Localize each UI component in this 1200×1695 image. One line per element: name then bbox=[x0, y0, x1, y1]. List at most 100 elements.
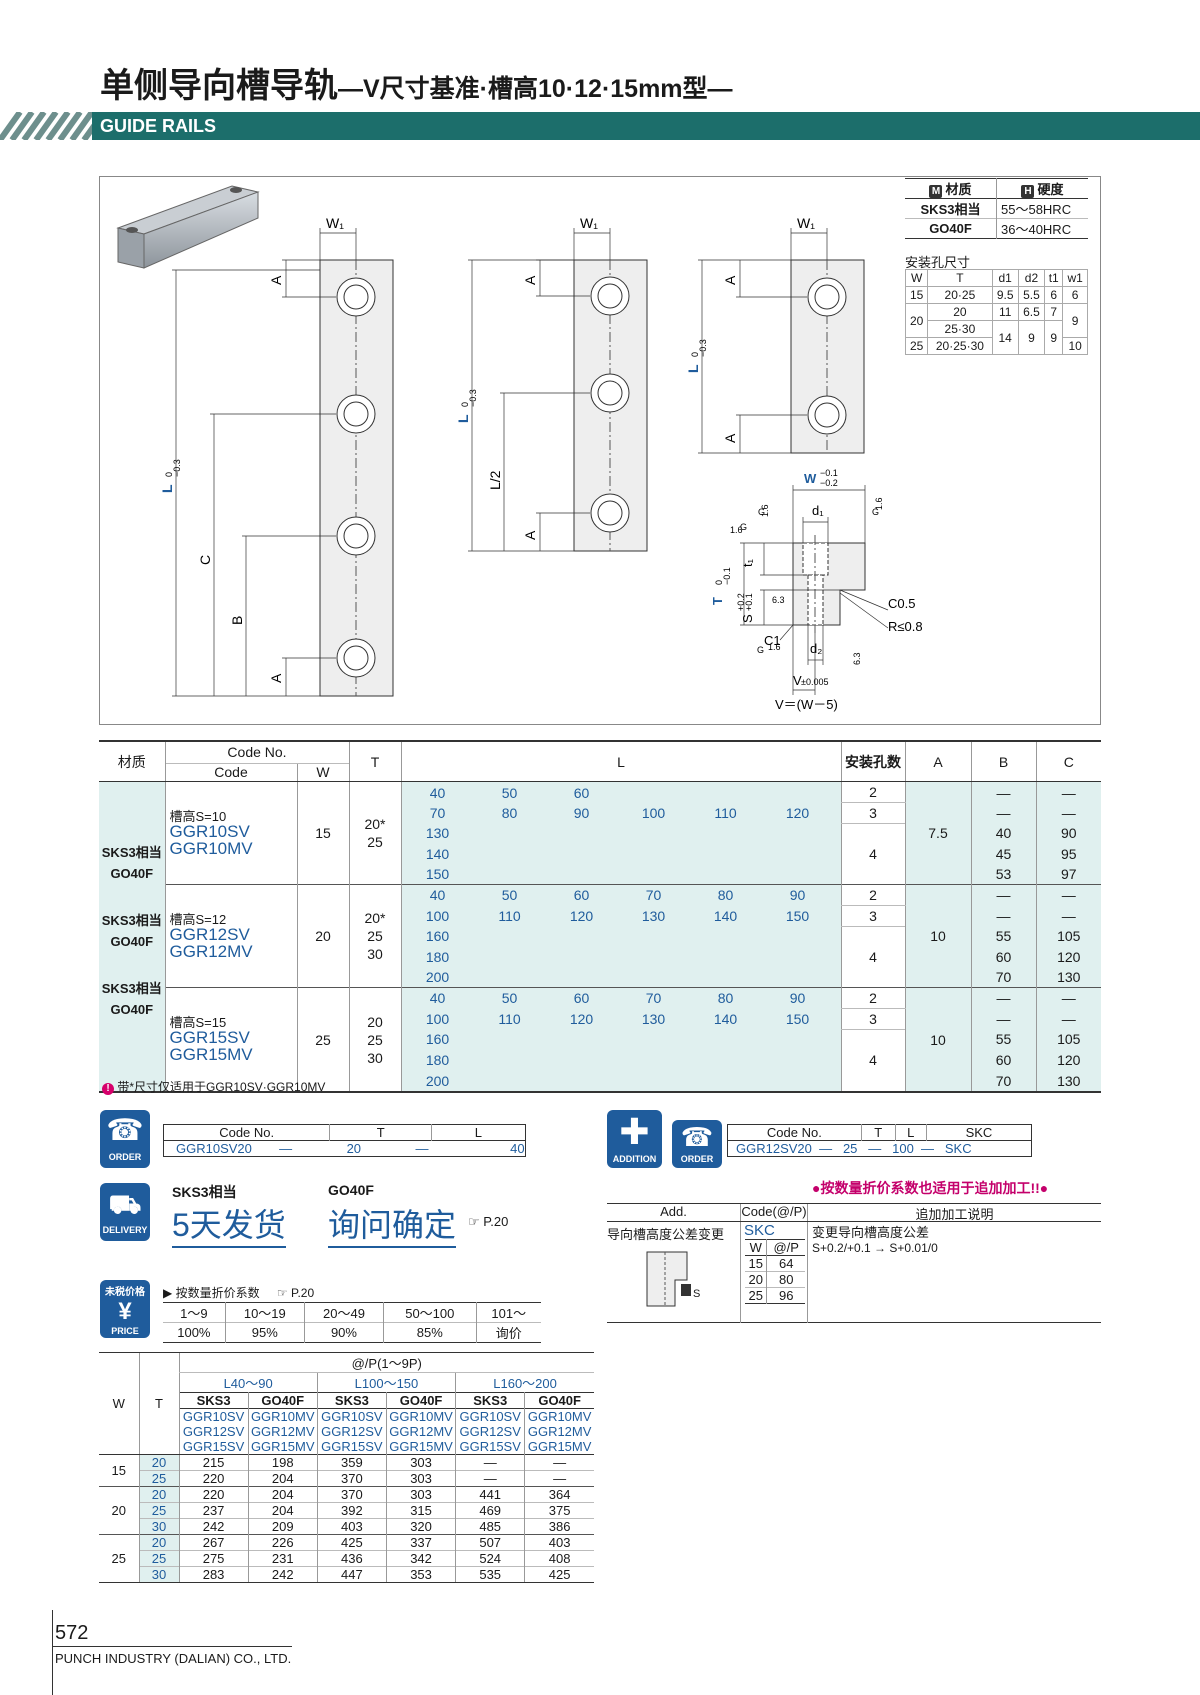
price-cell: 408 bbox=[524, 1550, 594, 1567]
col-b: B bbox=[970, 742, 1036, 783]
order-code: GGR10SV20 bbox=[176, 1141, 252, 1156]
svg-text:A: A bbox=[268, 275, 284, 285]
svg-text:W₁: W₁ bbox=[797, 215, 815, 231]
delivery-ref: ☞ P.20 bbox=[468, 1214, 509, 1229]
drawing-rail-2holes: W₁ A L 0 −0.3 A bbox=[685, 215, 865, 454]
pointer-icon: ☞ bbox=[468, 1214, 484, 1229]
b-cell: — bbox=[970, 987, 1036, 1009]
drawing-rail-4holes: W₁ A L 0 −0.3 C B A bbox=[159, 215, 394, 697]
price-t-cell: 20 bbox=[138, 1534, 179, 1551]
col-a: A bbox=[904, 742, 971, 783]
svg-text:C: C bbox=[197, 555, 213, 565]
l-cell: 180 bbox=[400, 946, 841, 968]
svg-text:0: 0 bbox=[460, 402, 470, 407]
price-col-top: @/P(1～9P) bbox=[178, 1353, 594, 1373]
l-cell: 130 bbox=[400, 823, 841, 844]
add-code: SKC bbox=[744, 1222, 775, 1239]
svg-text:G: G bbox=[758, 507, 765, 517]
b-cell: 45 bbox=[970, 843, 1036, 865]
svg-text:−0.3: −0.3 bbox=[468, 389, 478, 407]
price-cell: 364 bbox=[524, 1486, 594, 1503]
svg-text:0: 0 bbox=[690, 352, 700, 357]
svg-text:C0.5: C0.5 bbox=[888, 596, 915, 611]
price-cell: — bbox=[524, 1454, 594, 1471]
svg-text:R≤0.8: R≤0.8 bbox=[888, 619, 923, 634]
l-cell: 200 bbox=[400, 967, 841, 988]
b-cell: 60 bbox=[970, 1049, 1036, 1071]
c-cell: — bbox=[1035, 905, 1101, 927]
header-band-label: GUIDE RAILS bbox=[100, 116, 217, 136]
svg-text:W₁: W₁ bbox=[580, 215, 598, 231]
hardness-sks3: 55～58HRC bbox=[996, 198, 1088, 219]
price-cell: 392 bbox=[316, 1502, 387, 1519]
footer-underline bbox=[52, 1646, 292, 1647]
t-cell: 20*25 bbox=[348, 781, 401, 885]
dim-w1: W₁ bbox=[326, 215, 344, 231]
note-text: 带*尺寸仅适用于GGR10SV·GGR10MV bbox=[117, 1080, 326, 1094]
price-cell: 220 bbox=[178, 1470, 249, 1487]
svg-text:1.6: 1.6 bbox=[768, 642, 781, 652]
page-number: 572 bbox=[55, 1622, 89, 1644]
l-cell: 140 bbox=[400, 843, 841, 865]
svg-text:6.3: 6.3 bbox=[772, 595, 785, 605]
col-code: Code bbox=[164, 762, 297, 783]
price-cell: 204 bbox=[247, 1502, 318, 1519]
add-rule: S+0.2/+0.1 → S+0.01/0 bbox=[812, 1241, 938, 1255]
svg-text:A: A bbox=[268, 673, 284, 683]
holes-cell: 4 bbox=[840, 1029, 905, 1091]
w-cell: 15 bbox=[296, 781, 349, 885]
drawing-section: W −0.1 −0.2 d₁ t₁ T 0 −0.1 S +0.2 +0.1 C… bbox=[710, 468, 923, 712]
l-cell: 180 bbox=[400, 1049, 841, 1071]
header-band bbox=[0, 112, 1200, 140]
b-cell: 60 bbox=[970, 946, 1036, 968]
price-cell: 231 bbox=[247, 1550, 318, 1567]
price-cell: 403 bbox=[524, 1534, 594, 1551]
discount-label: ▶ 按数量折价系数 ☞ P.20 bbox=[163, 1286, 315, 1300]
hardness-go40f: 36～40HRC bbox=[996, 218, 1088, 239]
price-cell: 425 bbox=[316, 1534, 387, 1551]
svg-text:1.6: 1.6 bbox=[760, 504, 770, 517]
price-cell: 215 bbox=[178, 1454, 249, 1471]
l-cell: 160 bbox=[400, 1029, 841, 1050]
svg-text:G: G bbox=[757, 645, 764, 655]
svg-text:d₂: d₂ bbox=[810, 641, 822, 656]
price-t-cell: 30 bbox=[138, 1566, 179, 1582]
price-w-cell: 25 bbox=[111, 1551, 126, 1566]
b-cell: — bbox=[970, 884, 1036, 906]
price-t-cell: 25 bbox=[138, 1470, 179, 1487]
svg-text:−0.2: −0.2 bbox=[820, 478, 838, 488]
svg-text:L/2: L/2 bbox=[487, 470, 503, 490]
svg-text:A: A bbox=[522, 275, 538, 285]
price-t-cell: 25 bbox=[138, 1502, 179, 1519]
add-name: 导向槽高度公差变更 bbox=[607, 1227, 725, 1242]
order-icon: ☎ORDER bbox=[100, 1110, 150, 1168]
table-note: ! 带*尺寸仅适用于GGR10SV·GGR10MV bbox=[102, 1078, 325, 1095]
add-sketch bbox=[646, 1251, 691, 1307]
l-cell: 150 bbox=[400, 864, 841, 885]
b-cell: 55 bbox=[970, 1029, 1036, 1050]
c-cell: 90 bbox=[1035, 823, 1101, 844]
svg-text:A: A bbox=[722, 433, 738, 443]
c-cell: — bbox=[1035, 987, 1101, 1009]
holes-cell: 3 bbox=[840, 905, 905, 927]
price-col-t: T bbox=[138, 1353, 179, 1455]
w-cell: 20 bbox=[296, 884, 349, 988]
price-cell: 507 bbox=[455, 1534, 525, 1551]
holes-cell: 2 bbox=[840, 781, 905, 804]
svg-text:1.6: 1.6 bbox=[874, 497, 884, 510]
col-holes: 安装孔数 bbox=[840, 742, 905, 783]
svg-text:T: T bbox=[710, 597, 725, 605]
c-cell: 120 bbox=[1035, 1049, 1101, 1071]
svg-text:V: V bbox=[793, 673, 802, 688]
price-cell: 204 bbox=[247, 1486, 318, 1503]
delivery-icon: ⛟DELIVERY bbox=[100, 1183, 150, 1241]
price-cell: 370 bbox=[316, 1486, 387, 1503]
svg-text:L: L bbox=[159, 484, 175, 493]
price-cell: 242 bbox=[178, 1518, 249, 1535]
price-cell: 469 bbox=[455, 1502, 525, 1519]
